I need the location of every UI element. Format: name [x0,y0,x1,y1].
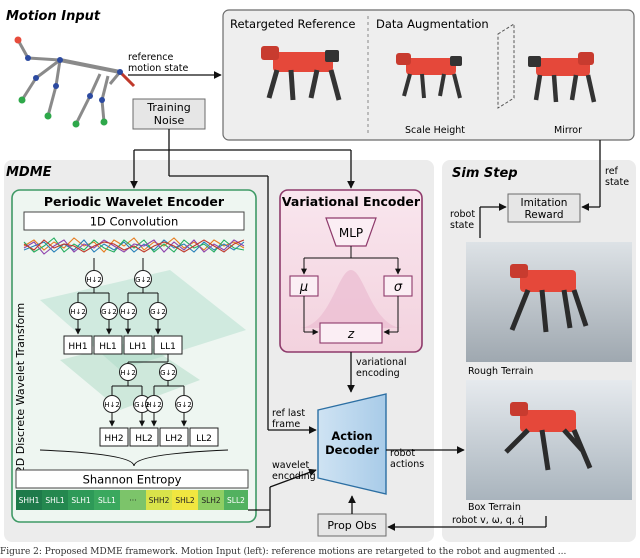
filter-h2a-icon: H↓2 [104,401,120,409]
entropy-cells [16,490,248,510]
training-noise-label-1: Training [146,101,190,114]
subbands-level2 [99,427,219,447]
filter-g1-icon: G↓2 [135,276,151,284]
entropy-cell-lh1: SLH1 [71,496,91,505]
entropy-cell-hl1: SHL1 [45,496,65,505]
conv-1d-box [23,211,245,231]
scale-height-robot-image [396,53,462,99]
subbands-level1 [63,335,183,355]
wavelet-encoding-arrow [269,468,317,488]
filter-g2a-icon: G↓2 [134,401,150,409]
ref-state-label-2: state [605,177,629,188]
variational-encoder-title: Variational Encoder [282,194,421,209]
z-box [319,322,383,344]
sim-step-title: Sim Step [452,166,518,181]
subband-lh1: LH1 [129,342,147,352]
rough-terrain-label: Rough Terrain [468,366,533,377]
figure-caption: Figure 2: Proposed MDME framework. Motio… [0,547,567,557]
filter-g2b-icon: G↓2 [176,401,192,409]
mdme-title: MDME [6,165,52,180]
ref-state-label-1: ref [605,166,619,177]
filter-g1b-icon: G↓2 [150,308,166,316]
reference-skeleton-figure [14,36,136,128]
conv-signals [23,237,245,255]
filter-h2-icon: H↓2 [120,369,136,377]
robot-vwqq-label: robot v, ω, q, q̇ [452,515,524,526]
retargeted-reference-label: Retargeted Reference [230,17,355,31]
reference-motion-state-label-2: motion state [128,63,189,74]
wavelet-encoding-label-1: wavelet [272,460,310,471]
subband-hl1: HL1 [99,342,117,352]
subband-lh2: LH2 [165,434,183,444]
filter-h2b-icon: H↓2 [146,401,162,409]
box-terrain-image [466,380,632,500]
mirror-robot-image [528,52,597,103]
action-decoder-label-2: Decoder [325,443,379,457]
reference-motion-state-label-1: reference [128,52,174,63]
data-augmentation-label: Data Augmentation [376,17,489,31]
variational-encoding-label-1: variational [356,357,406,368]
ref-last-frame-label-1: ref last [272,408,305,419]
mirror-label: Mirror [554,125,582,136]
entropy-cell-hh2: SHH2 [149,496,170,505]
sigma-label: σ [394,280,403,295]
dwt-level1-filters [69,258,167,335]
robot-actions-label-1: robot [390,448,415,459]
entropy-cell-hh1: SHH1 [19,496,40,505]
mu-label: μ [299,280,308,295]
wavelet-encoding-label-2: encoding [272,471,316,482]
mirror-plane-icon [497,23,515,109]
filter-g2-icon: G↓2 [160,369,176,377]
robot-state-label-1: robot [450,209,475,220]
entropy-cell-ll1: SLL1 [98,496,116,505]
filter-h1a-icon: H↓2 [70,308,86,316]
action-decoder-label-1: Action [331,429,372,443]
dwt-level2-filters [103,354,193,427]
robot-state-label-2: state [450,220,474,231]
entropy-cell-hl2: SHL2 [175,496,195,505]
entropy-cell-ll2: SLL2 [227,496,245,505]
action-decoder-block [317,393,387,495]
subband-hh1: HH1 [68,342,87,352]
imitation-reward-box [507,193,581,223]
shannon-entropy-label: Shannon Entropy [83,473,182,487]
robot-actions-label-2: actions [390,459,424,470]
shannon-entropy-box [15,469,249,489]
periodic-wavelet-encoder-title: Periodic Wavelet Encoder [44,194,225,209]
entropy-cell-ellipsis: ··· [129,496,136,505]
scale-height-label: Scale Height [405,125,465,136]
gaussian-curve [300,270,402,328]
mlp-block [325,217,377,247]
mlp-label: MLP [339,226,363,240]
training-noise-label-2: Noise [154,114,185,127]
box-terrain-label: Box Terrain [468,502,521,513]
filter-h1b-icon: H↓2 [120,308,136,316]
rough-terrain-image [466,242,632,362]
variational-encoding-label-2: encoding [356,368,400,379]
entropy-cell-lh2: SLH2 [201,496,221,505]
prop-obs-label: Prop Obs [327,519,377,532]
entropy-brace [39,449,229,467]
subband-ll1: LL1 [160,342,176,352]
z-label: z [347,327,355,341]
conv-1d-label: 1D Convolution [90,215,179,229]
retargeted-robot-image [261,46,342,101]
motion-input-title: Motion Input [6,9,101,24]
subband-hl2: HL2 [135,434,153,444]
dwt-2d-label: 2D Discrete Wavelet Transform [14,303,27,473]
filter-g1a-icon: G↓2 [101,308,117,316]
subband-ll2: LL2 [196,434,212,444]
filter-h1-icon: H↓2 [86,276,102,284]
imitation-reward-label-1: Imitation [521,197,568,209]
subband-hh2: HH2 [104,434,123,444]
ref-last-frame-label-2: frame [272,419,300,430]
imitation-reward-label-2: Reward [524,209,563,221]
